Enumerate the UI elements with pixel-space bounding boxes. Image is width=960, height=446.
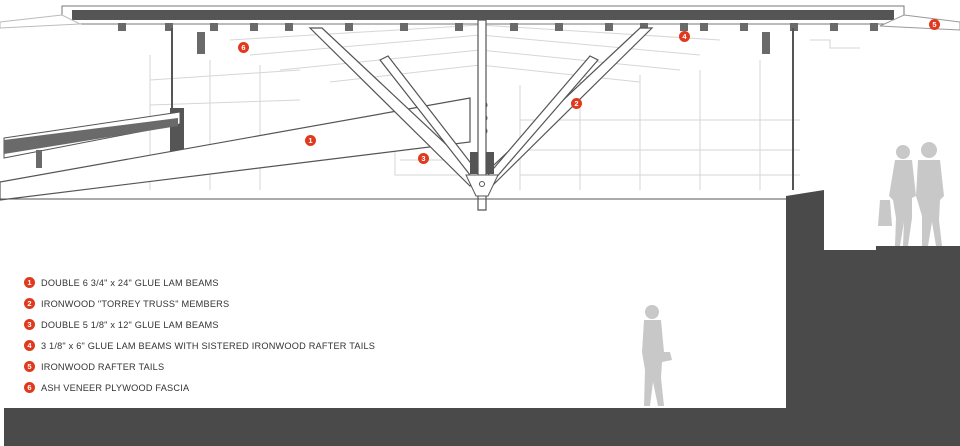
people-silhouettes-terrace bbox=[878, 142, 944, 246]
legend-number-badge: 1 bbox=[24, 277, 35, 288]
glue-lam-beam-main bbox=[0, 97, 471, 201]
legend-item: 6 ASH VENEER PLYWOOD FASCIA bbox=[24, 377, 375, 398]
legend-text: IRONWOOD RAFTER TAILS bbox=[41, 361, 165, 372]
legend-text: IRONWOOD "TORREY TRUSS" MEMBERS bbox=[41, 298, 230, 309]
callout-1: 1 bbox=[305, 135, 316, 146]
ground-section bbox=[4, 190, 960, 446]
legend-number-badge: 6 bbox=[24, 382, 35, 393]
torrey-truss bbox=[308, 19, 654, 211]
rafter-tails bbox=[118, 23, 878, 31]
legend-item: 2 IRONWOOD "TORREY TRUSS" MEMBERS bbox=[24, 293, 375, 314]
callout-4: 4 bbox=[679, 31, 690, 42]
legend-text: 3 1/8" x 6" GLUE LAM BEAMS WITH SISTERED… bbox=[41, 340, 376, 351]
legend-text: DOUBLE 5 1/8" x 12" GLUE LAM BEAMS bbox=[41, 319, 219, 330]
sloped-side-beam bbox=[3, 111, 181, 168]
legend-item: 3 DOUBLE 5 1/8" x 12" GLUE LAM BEAMS bbox=[24, 314, 375, 335]
callout-3: 3 bbox=[418, 153, 429, 164]
truss-node bbox=[465, 152, 499, 197]
roof-slab bbox=[0, 5, 960, 31]
callout-6: 6 bbox=[238, 42, 249, 53]
legend-item: 5 IRONWOOD RAFTER TAILS bbox=[24, 356, 375, 377]
legend-number-badge: 3 bbox=[24, 319, 35, 330]
legend-text: ASH VENEER PLYWOOD FASCIA bbox=[41, 382, 190, 393]
legend-item: 1 DOUBLE 6 3/4" x 24" GLUE LAM BEAMS bbox=[24, 272, 375, 293]
legend-number-badge: 5 bbox=[24, 361, 35, 372]
legend-number-badge: 2 bbox=[24, 298, 35, 309]
callout-5: 5 bbox=[929, 19, 940, 30]
legend-text: DOUBLE 6 3/4" x 24" GLUE LAM BEAMS bbox=[41, 277, 219, 288]
callout-2: 2 bbox=[571, 98, 582, 109]
legend-number-badge: 4 bbox=[24, 340, 35, 351]
legend-item: 4 3 1/8" x 6" GLUE LAM BEAMS WITH SISTERE… bbox=[24, 335, 375, 356]
person-silhouette-foreground bbox=[642, 305, 672, 406]
